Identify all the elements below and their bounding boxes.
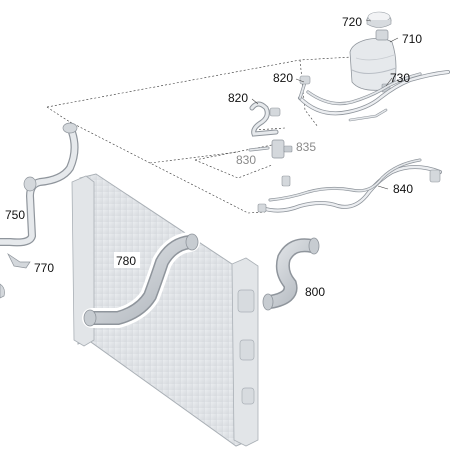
coolant-valve-830 (248, 146, 270, 152)
callout-720: 720 (342, 15, 362, 29)
callout-840: 840 (393, 182, 413, 196)
radiator (71, 173, 259, 447)
callout-730: 730 (390, 71, 410, 85)
callout-labels: 720 710 820 730 820 830 835 840 750 770 … (5, 15, 422, 299)
callout-835: 835 (296, 140, 316, 154)
coolant-hose-820 (249, 101, 281, 137)
coolant-sensor-835 (271, 139, 293, 159)
callout-820-upper: 820 (273, 71, 293, 85)
expansion-tank-cap (366, 11, 392, 28)
callout-750: 750 (5, 208, 25, 222)
callout-710: 710 (402, 32, 422, 46)
callout-830: 830 (236, 153, 256, 167)
callout-780: 780 (116, 254, 136, 268)
coolant-line-840 (257, 158, 442, 213)
assembly-guide-lines (46, 56, 353, 214)
coolant-pipe-750 (0, 122, 79, 247)
callout-leader-lines (251, 19, 399, 190)
callout-820-lower: 820 (228, 91, 248, 105)
radiator-hose-800 (262, 237, 320, 311)
coolant-line-730 (298, 70, 450, 122)
partial-part-left-edge (0, 283, 5, 299)
radiator-hose-780 (82, 232, 200, 328)
callout-800: 800 (305, 285, 325, 299)
callout-770: 770 (34, 261, 54, 275)
mounting-bracket-770 (7, 252, 31, 269)
